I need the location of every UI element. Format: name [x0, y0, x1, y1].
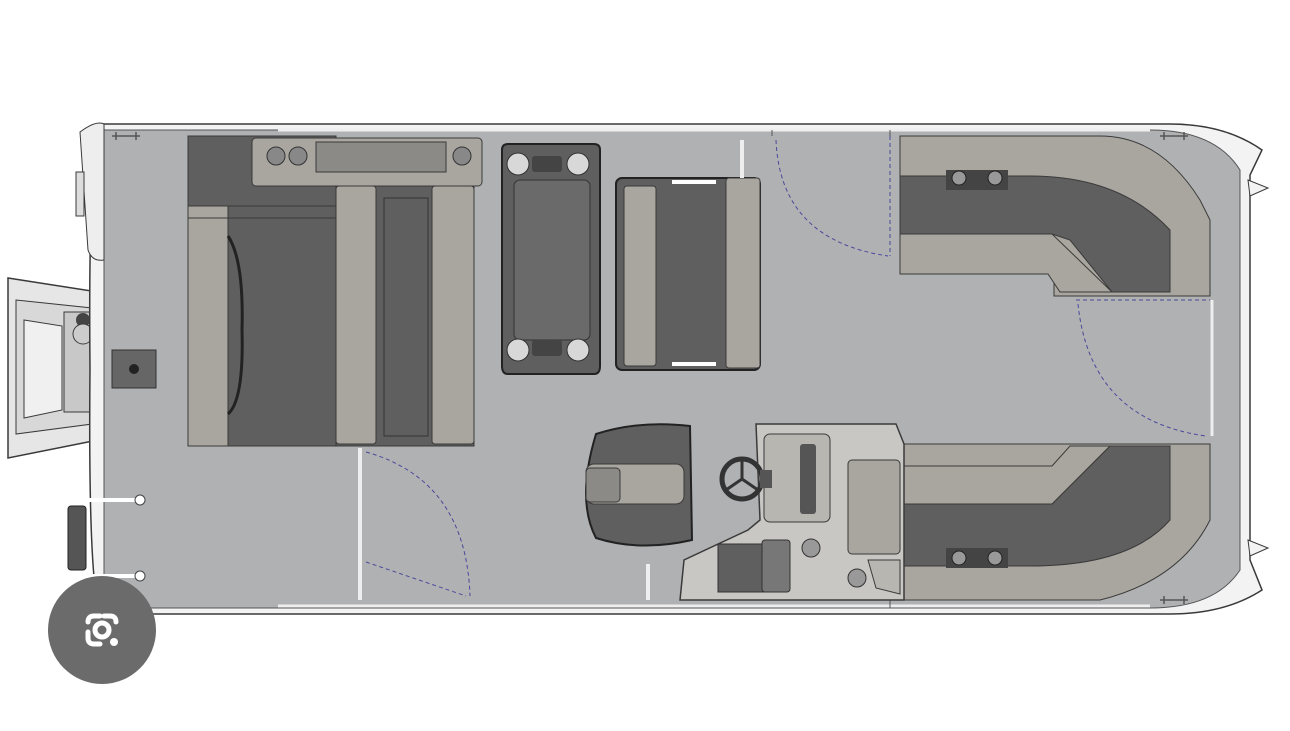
rear-bench [335, 185, 475, 447]
gates [358, 136, 1214, 600]
back-to-back-seat [615, 177, 761, 371]
swim-ladder [67, 494, 146, 582]
table [501, 143, 601, 375]
google-lens-icon [85, 613, 119, 647]
steering-wheel [719, 456, 772, 502]
fuel-filler [111, 349, 157, 389]
bow-lounge-starboard [899, 443, 1211, 601]
rear-lounge [187, 135, 483, 447]
bow-lounge-port [899, 135, 1211, 297]
outboard-motor [7, 277, 99, 459]
google-lens-button[interactable] [48, 576, 156, 684]
captain-chair [585, 423, 694, 547]
